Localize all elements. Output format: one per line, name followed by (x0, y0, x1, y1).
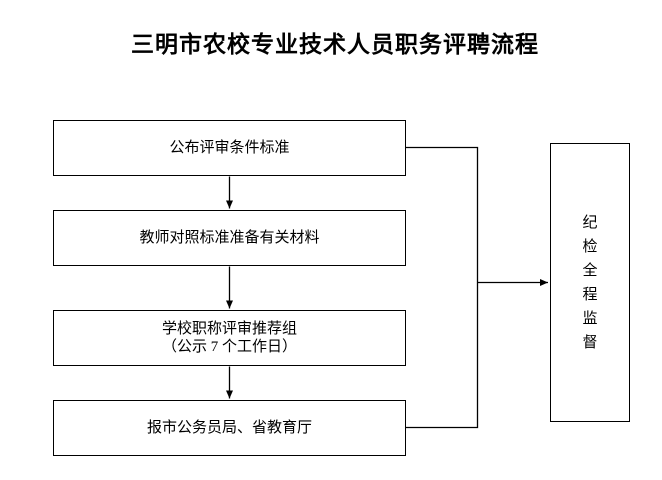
flow-step-school-review-group: 学校职称评审推荐组 （公示 7 个工作日） (53, 310, 406, 366)
flow-step-label: 学校职称评审推荐组 (161, 321, 297, 337)
flow-step-label-note: （公示 7 个工作日） (161, 339, 297, 355)
flow-step-label: 公布评审条件标准 (169, 140, 290, 156)
supervision-box: 纪检全程监督 (550, 143, 630, 422)
flow-step-prepare-materials: 教师对照标准准备有关材料 (53, 210, 406, 266)
flow-step-publish-standards: 公布评审条件标准 (53, 120, 406, 176)
page-title: 三明市农校专业技术人员职务评聘流程 (131, 32, 539, 57)
flow-step-label: 报市公务员局、省教育厅 (146, 420, 312, 436)
flow-step-report-to-bureau: 报市公务员局、省教育厅 (53, 400, 406, 456)
supervision-bracket-line (406, 146, 479, 429)
supervision-label: 纪检全程监督 (582, 214, 598, 351)
flow-step-label: 教师对照标准准备有关材料 (139, 230, 320, 246)
